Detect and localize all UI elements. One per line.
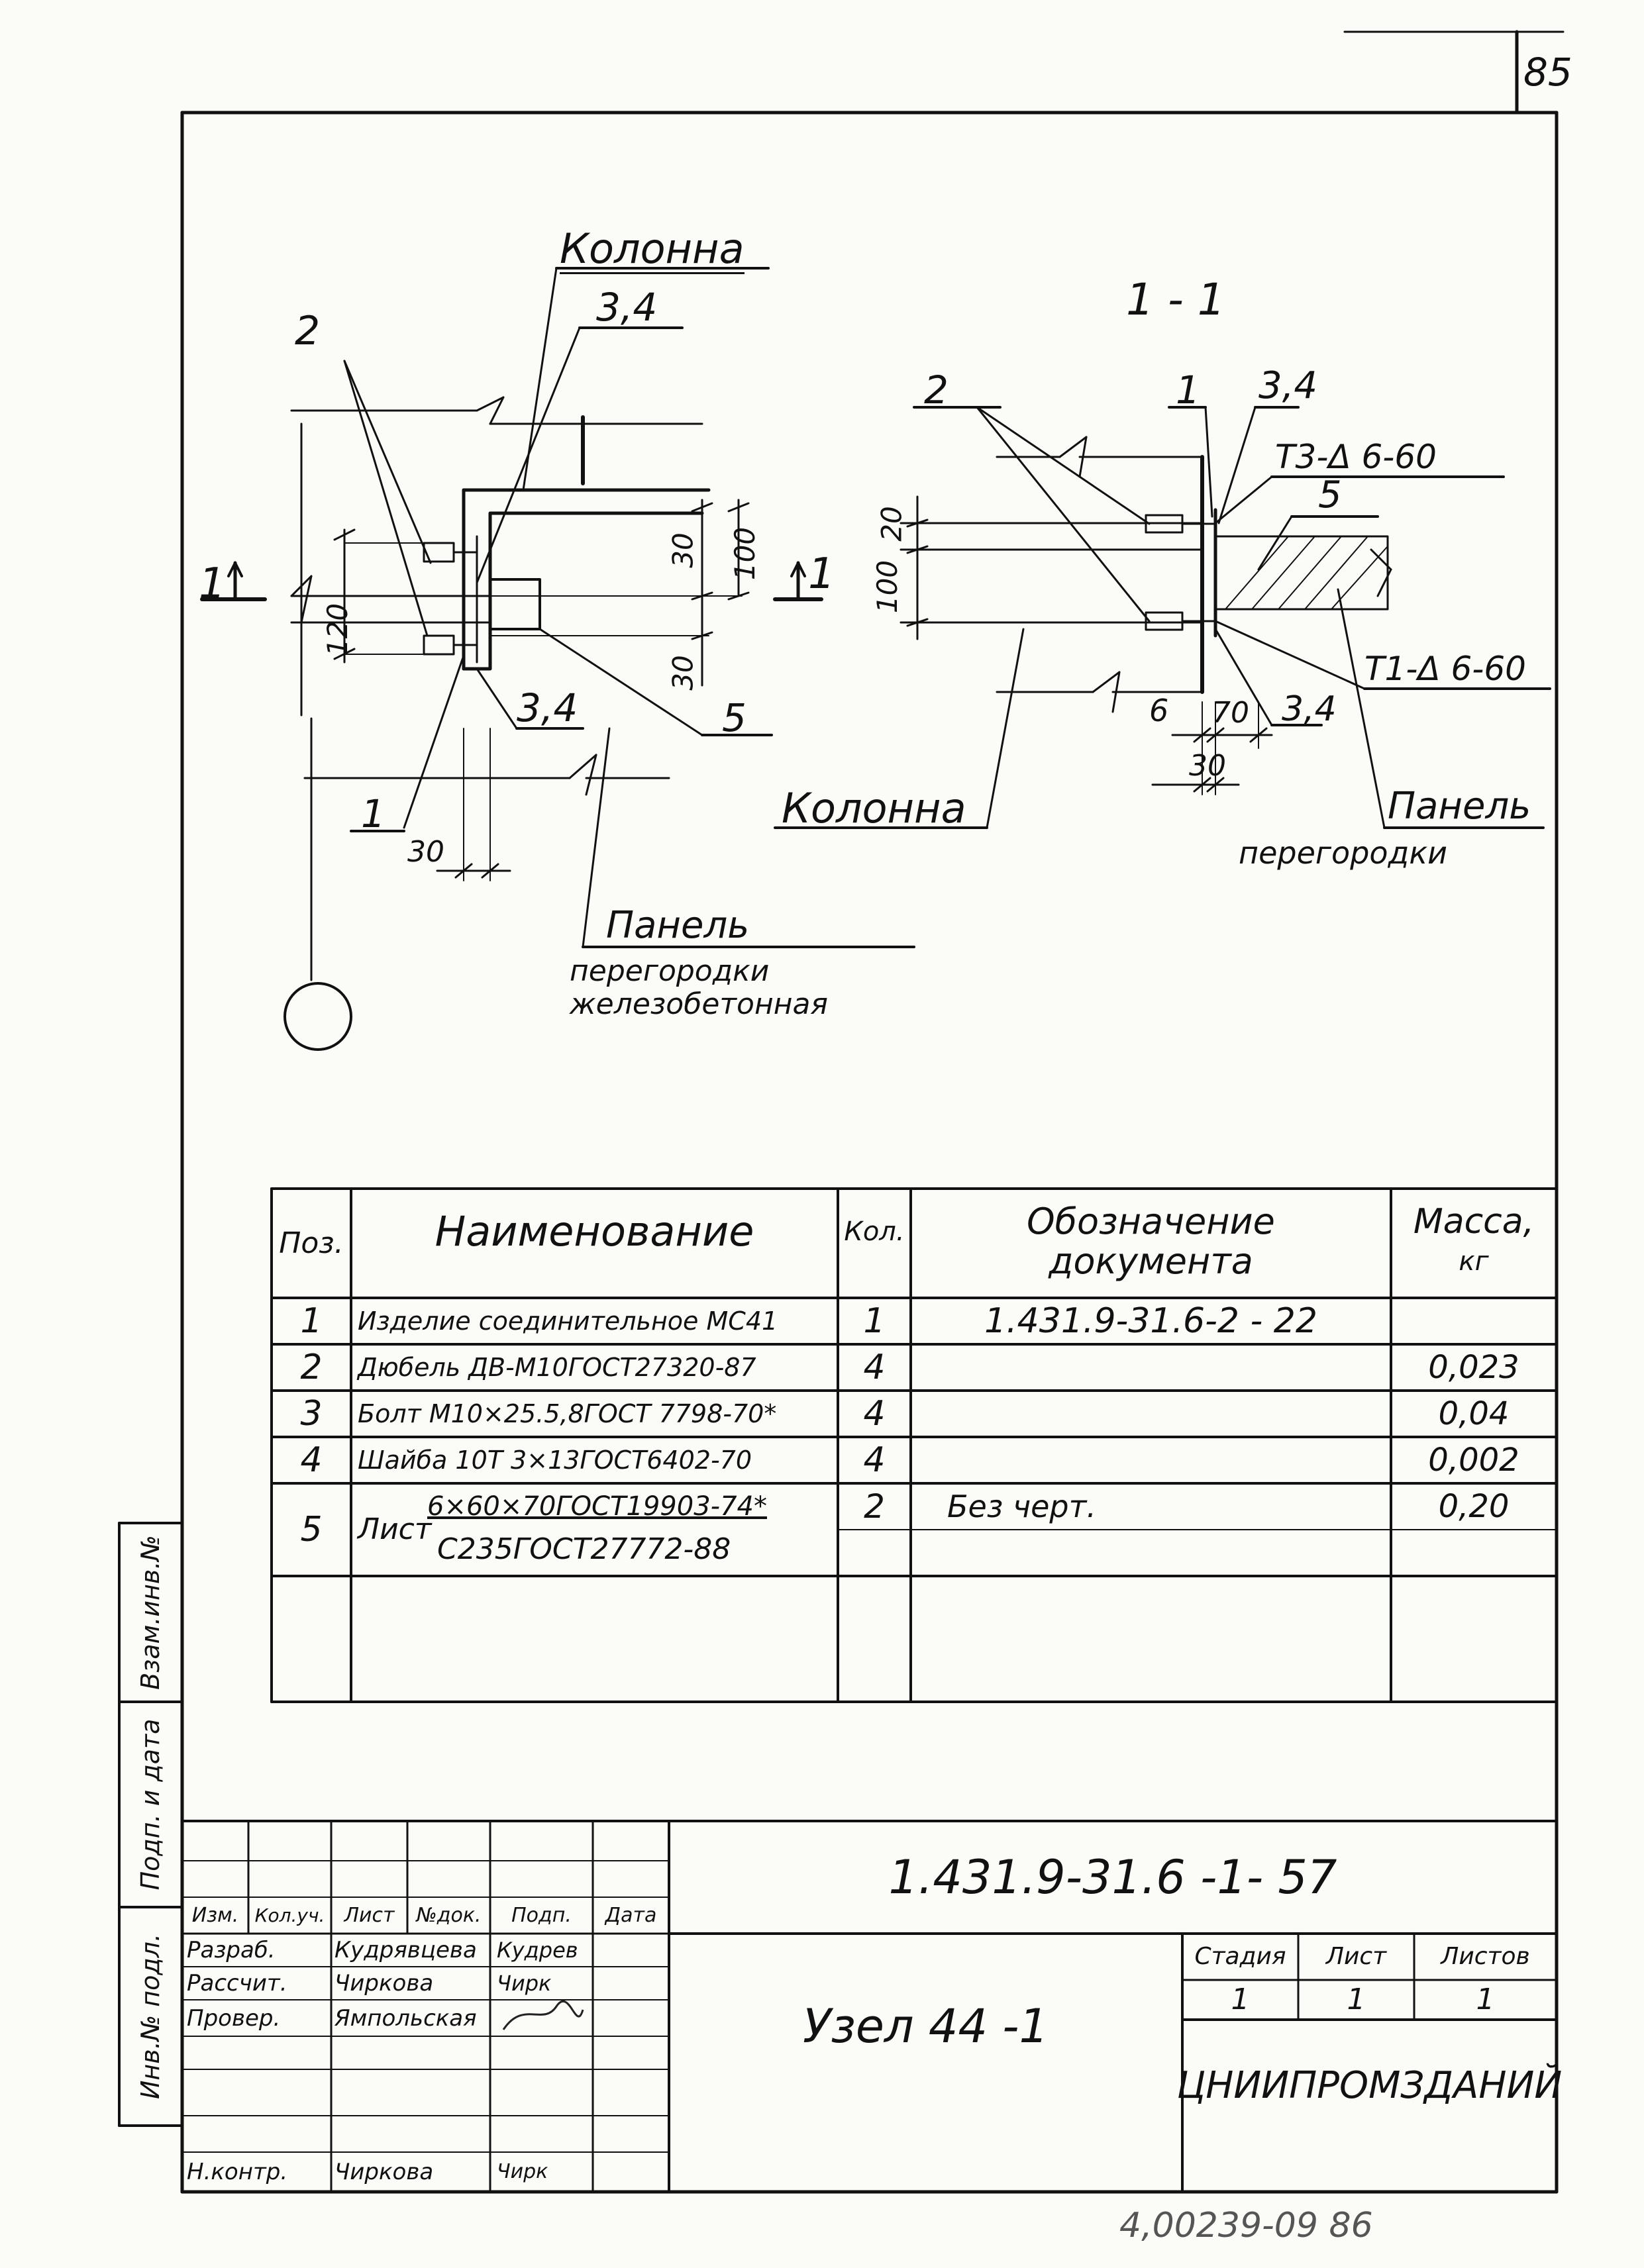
left-label-5: 5	[722, 695, 746, 740]
spec-header-doc-1: Обозначение	[1027, 1201, 1275, 1242]
spec-header-mass-2: кг	[1459, 1246, 1489, 1277]
spec-row-4-qty: 4	[863, 1440, 886, 1480]
spec-row-1-doc: 1.431.9-31.6-2 - 22	[984, 1301, 1317, 1341]
side-stamp-podp-data: Подп. и дата	[136, 1718, 165, 1891]
col-head-izm: Изм.	[191, 1903, 239, 1927]
spec-row-4-doc	[911, 1437, 1391, 1483]
left-label-1: 1	[361, 791, 385, 836]
right-dim-6: 6	[1149, 693, 1169, 728]
spec-row-5-name-prefix: Лист	[358, 1512, 432, 1546]
spec-row-5-mass: 0,20	[1438, 1488, 1510, 1525]
stage-head: Стадия	[1194, 1943, 1286, 1970]
spec-row-2-pos: 2	[300, 1348, 323, 1387]
left-label-2: 2	[295, 308, 321, 354]
sign-nkontr: Чирк	[497, 2160, 548, 2183]
spec-row-3-qty: 4	[863, 1394, 886, 1434]
spec-row-1-qty: 1	[863, 1301, 886, 1341]
left-label-kolonna: Колонна	[560, 224, 745, 274]
name-rasschit: Чиркова	[334, 1970, 434, 1997]
spec-row-5-doc: Без черт.	[947, 1489, 1097, 1524]
right-weld-top: Т3-Δ 6-60	[1275, 438, 1437, 476]
spec-row-5-name-line1: 6×60×70ГОСТ19903-74*	[427, 1491, 767, 1522]
sign-razrab: Кудрев	[497, 1938, 578, 1963]
bottom-note: 4,00239-09 86	[1119, 2206, 1373, 2245]
left-dim-120: 120	[321, 603, 354, 657]
left-label-panel-2: перегородки	[570, 954, 770, 988]
col-head-list: Лист	[344, 1903, 395, 1927]
sheets-val: 1	[1476, 1983, 1495, 2016]
spec-row-4-pos: 4	[300, 1440, 323, 1480]
right-dim-20: 20	[875, 506, 908, 542]
spec-row-1-pos: 1	[300, 1301, 323, 1341]
right-label-panel-1: Панель	[1388, 785, 1531, 828]
right-dim-70: 70	[1212, 696, 1249, 730]
right-label-1: 1	[1176, 368, 1200, 413]
spec-row-5-pos: 5	[300, 1510, 323, 1550]
spec-row-3-mass: 0,04	[1438, 1395, 1510, 1432]
right-dim-100: 100	[871, 560, 904, 614]
spec-row-5-name-line2: С235ГОСТ27772-88	[437, 1532, 731, 1566]
col-head-ndok: №док.	[416, 1903, 482, 1927]
sheets-head: Листов	[1441, 1943, 1530, 1970]
spec-row-3-name: Болт М10×25.5,8ГОСТ 7798-70*	[358, 1399, 777, 1428]
node-title: Узел 44 -1	[802, 1999, 1049, 2053]
sheet-head: Лист	[1325, 1943, 1387, 1970]
role-razrab: Разраб.	[187, 1937, 276, 1963]
spec-row-2-doc	[911, 1344, 1391, 1391]
left-label-34-top: 3,4	[596, 285, 658, 330]
spec-header-qty: Кол.	[844, 1216, 905, 1247]
left-label-panel-1: Панель	[606, 904, 750, 947]
right-label-2: 2	[924, 368, 949, 413]
spec-header-mass-1: Масса,	[1413, 1202, 1535, 1242]
doc-code: 1.431.9-31.6 -1- 57	[888, 1850, 1337, 1904]
name-prover: Ямпольская	[334, 2004, 477, 2032]
name-razrab: Кудрявцева	[334, 1937, 477, 1963]
sign-rasschit: Чирк	[497, 1971, 552, 1996]
role-prover: Провер.	[187, 2004, 281, 2032]
right-label-kolonna: Колонна	[782, 784, 966, 832]
spec-header-pos: Поз.	[279, 1226, 344, 1260]
name-nkontr: Чиркова	[334, 2159, 434, 2185]
right-section-mark-1: 1	[808, 550, 835, 599]
right-weld-bottom: Т1-Δ 6-60	[1364, 650, 1526, 688]
spec-row-2-name: Дюбель ДВ-М10ГОСТ27320-87	[358, 1353, 756, 1382]
spec-row-4-mass: 0,002	[1428, 1442, 1519, 1479]
right-dim-30: 30	[1189, 749, 1226, 783]
left-dim-100: 100	[729, 526, 762, 581]
side-stamp-vzam-inv: Взам.инв.№	[136, 1535, 165, 1690]
section-title: 1 - 1	[1126, 274, 1225, 325]
right-label-34-top: 3,4	[1259, 364, 1318, 407]
org-name: ЦНИИПРОМЗДАНИЙ	[1176, 2064, 1563, 2107]
side-stamp-inv-podl: Инв.№ подл.	[136, 1933, 165, 2100]
role-rasschit: Рассчит.	[187, 1970, 287, 1997]
left-label-34-bottom: 3,4	[517, 685, 578, 730]
right-label-34-bottom: 3,4	[1282, 689, 1337, 729]
role-nkontr: Н.контр.	[187, 2159, 288, 2185]
left-section-mark-1: 1	[199, 560, 226, 609]
left-dim-30-base: 30	[407, 835, 444, 869]
spec-row-2-mass: 0,023	[1428, 1349, 1519, 1386]
spec-row-3-pos: 3	[300, 1394, 323, 1434]
page-number: 85	[1523, 50, 1572, 95]
sheet-val: 1	[1347, 1983, 1366, 2016]
spec-row-1-name: Изделие соединительное МС41	[358, 1307, 778, 1336]
left-dim-30-top: 30	[666, 532, 699, 568]
col-head-data: Дата	[605, 1903, 657, 1927]
spec-row-1-mass	[1391, 1298, 1557, 1344]
col-head-podp: Подп.	[511, 1903, 572, 1927]
spec-row-2-qty: 4	[863, 1348, 886, 1387]
spec-row-3-doc	[911, 1391, 1391, 1437]
right-label-panel-2: перегородки	[1239, 835, 1448, 871]
col-head-kol: Кол.уч.	[254, 1904, 325, 1926]
left-label-panel-3: железобетонная	[570, 987, 828, 1021]
right-label-5: 5	[1318, 473, 1342, 517]
stage-val: 1	[1231, 1983, 1250, 2016]
left-dim-30-bottom: 30	[666, 655, 699, 691]
spec-header-doc-2: документа	[1049, 1240, 1253, 1282]
spec-row-4-name: Шайба 10Т 3×13ГОСТ6402-70	[358, 1446, 752, 1475]
spec-row-5-qty: 2	[864, 1487, 885, 1526]
spec-header-name: Наименование	[435, 1207, 754, 1256]
